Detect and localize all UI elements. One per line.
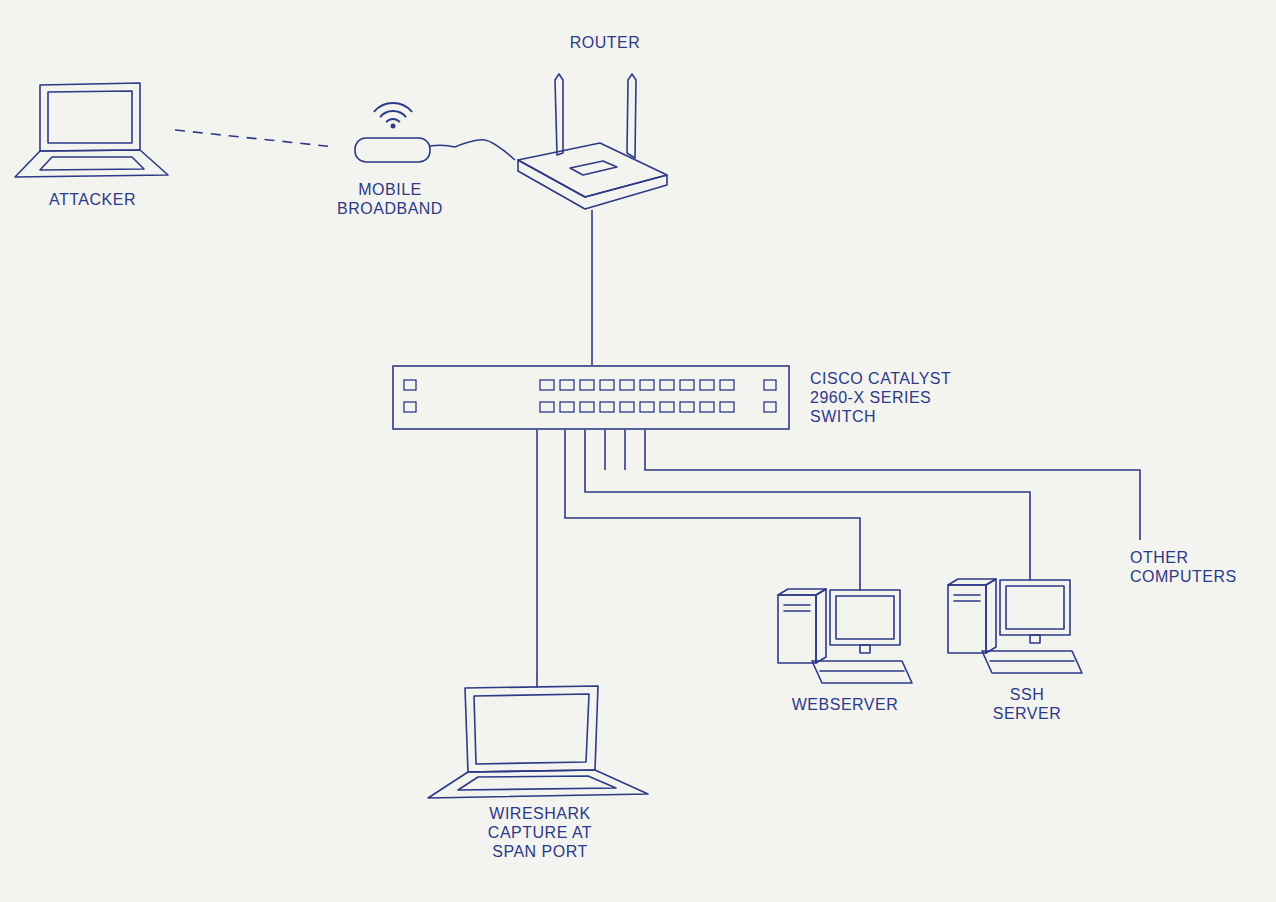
router-icon <box>515 25 675 210</box>
wifi-wave <box>380 111 406 117</box>
web-server: WEBSERVER <box>770 585 920 725</box>
laptop-keyboard <box>458 776 616 790</box>
switch-port <box>560 380 574 390</box>
device-label: MOBILE BROADBAND <box>335 180 445 218</box>
laptop-base <box>428 770 648 798</box>
router: ROUTER <box>515 25 675 210</box>
device-label: ROUTER <box>545 33 665 52</box>
switch-port <box>660 380 674 390</box>
network-cable <box>645 430 1140 540</box>
laptop-display <box>48 91 132 143</box>
network-switch-icon <box>392 365 790 430</box>
network-cable <box>565 430 860 585</box>
router-side <box>518 160 667 209</box>
switch-port <box>700 380 714 390</box>
laptop-screen <box>465 686 598 772</box>
switch-port <box>560 402 574 412</box>
switch-chassis <box>393 366 789 429</box>
pc-drive <box>954 594 980 596</box>
pc-display <box>1006 586 1064 629</box>
pc-monitor <box>830 590 900 645</box>
ssh-server: SSH SERVER <box>940 575 1100 750</box>
switch-port <box>540 402 554 412</box>
pc-stand <box>1030 635 1040 643</box>
switch-port <box>680 380 694 390</box>
router-antenna <box>627 74 636 158</box>
pc-keyboard <box>982 651 1082 673</box>
network-switch: CISCO CATALYST 2960-X SERIES SWITCH <box>392 365 790 430</box>
switch-port <box>640 402 654 412</box>
switch-port <box>600 402 614 412</box>
laptop-screen <box>40 83 140 151</box>
modem-body <box>355 138 430 162</box>
switch-port <box>600 380 614 390</box>
port-drop-wire <box>624 430 626 470</box>
pc-display <box>836 596 894 639</box>
uplink-port <box>764 402 776 412</box>
switch-port <box>660 402 674 412</box>
device-label: WEBSERVER <box>780 695 910 714</box>
device-label: ATTACKER <box>10 190 175 209</box>
pc-keyboard <box>812 661 912 683</box>
wifi-wave <box>386 119 400 122</box>
network-cable <box>175 130 335 147</box>
switch-port <box>720 402 734 412</box>
switch-port <box>620 402 634 412</box>
capture-cable <box>536 680 538 687</box>
network-cable <box>591 210 593 365</box>
ssh-server-icon <box>940 575 1100 750</box>
device-label: CISCO CATALYST 2960-X SERIES SWITCH <box>810 369 985 427</box>
uplink-port <box>404 380 416 390</box>
laptop-base <box>15 150 168 177</box>
laptop-keyboard <box>40 157 144 170</box>
modem-cable <box>430 145 455 147</box>
pc-keyboard-row <box>990 660 1074 662</box>
pc-drive <box>784 610 810 612</box>
pc-monitor <box>1000 580 1070 635</box>
pc-stand <box>860 645 870 653</box>
uplink-port <box>764 380 776 390</box>
switch-port <box>540 380 554 390</box>
pc-keyboard-row <box>820 670 904 672</box>
laptop-display <box>474 694 589 764</box>
network-cable <box>585 430 1030 575</box>
pc-tower <box>778 595 816 663</box>
port-drop-wire <box>604 430 606 470</box>
switch-port <box>620 380 634 390</box>
pc-tower-side <box>816 589 826 663</box>
router-slot <box>570 161 617 175</box>
other-computers: OTHER COMPUTERS <box>1120 540 1260 595</box>
uplink-port <box>404 402 416 412</box>
device-label: WIRESHARK CAPTURE AT SPAN PORT <box>465 804 615 862</box>
device-label: SSH SERVER <box>985 685 1069 723</box>
wifi-dot <box>391 124 396 129</box>
mobile-broadband: MOBILE BROADBAND <box>335 80 455 230</box>
pc-tower-side <box>986 579 996 653</box>
capture-laptop: WIRESHARK CAPTURE AT SPAN PORT <box>420 680 660 875</box>
switch-port <box>680 402 694 412</box>
other-computers-icon <box>1120 540 1260 595</box>
router-antenna <box>555 74 563 155</box>
router-top <box>518 143 667 197</box>
network-cable <box>536 430 538 680</box>
device-label: OTHER COMPUTERS <box>1130 548 1250 586</box>
switch-port <box>720 380 734 390</box>
pc-drive <box>954 600 980 602</box>
network-cable <box>455 140 515 160</box>
switch-port <box>640 380 654 390</box>
pc-drive <box>784 604 810 606</box>
switch-port <box>700 402 714 412</box>
switch-port <box>580 380 594 390</box>
attacker-laptop: ATTACKER <box>10 75 175 216</box>
wifi-wave <box>374 103 412 112</box>
switch-port <box>580 402 594 412</box>
pc-tower <box>948 585 986 653</box>
